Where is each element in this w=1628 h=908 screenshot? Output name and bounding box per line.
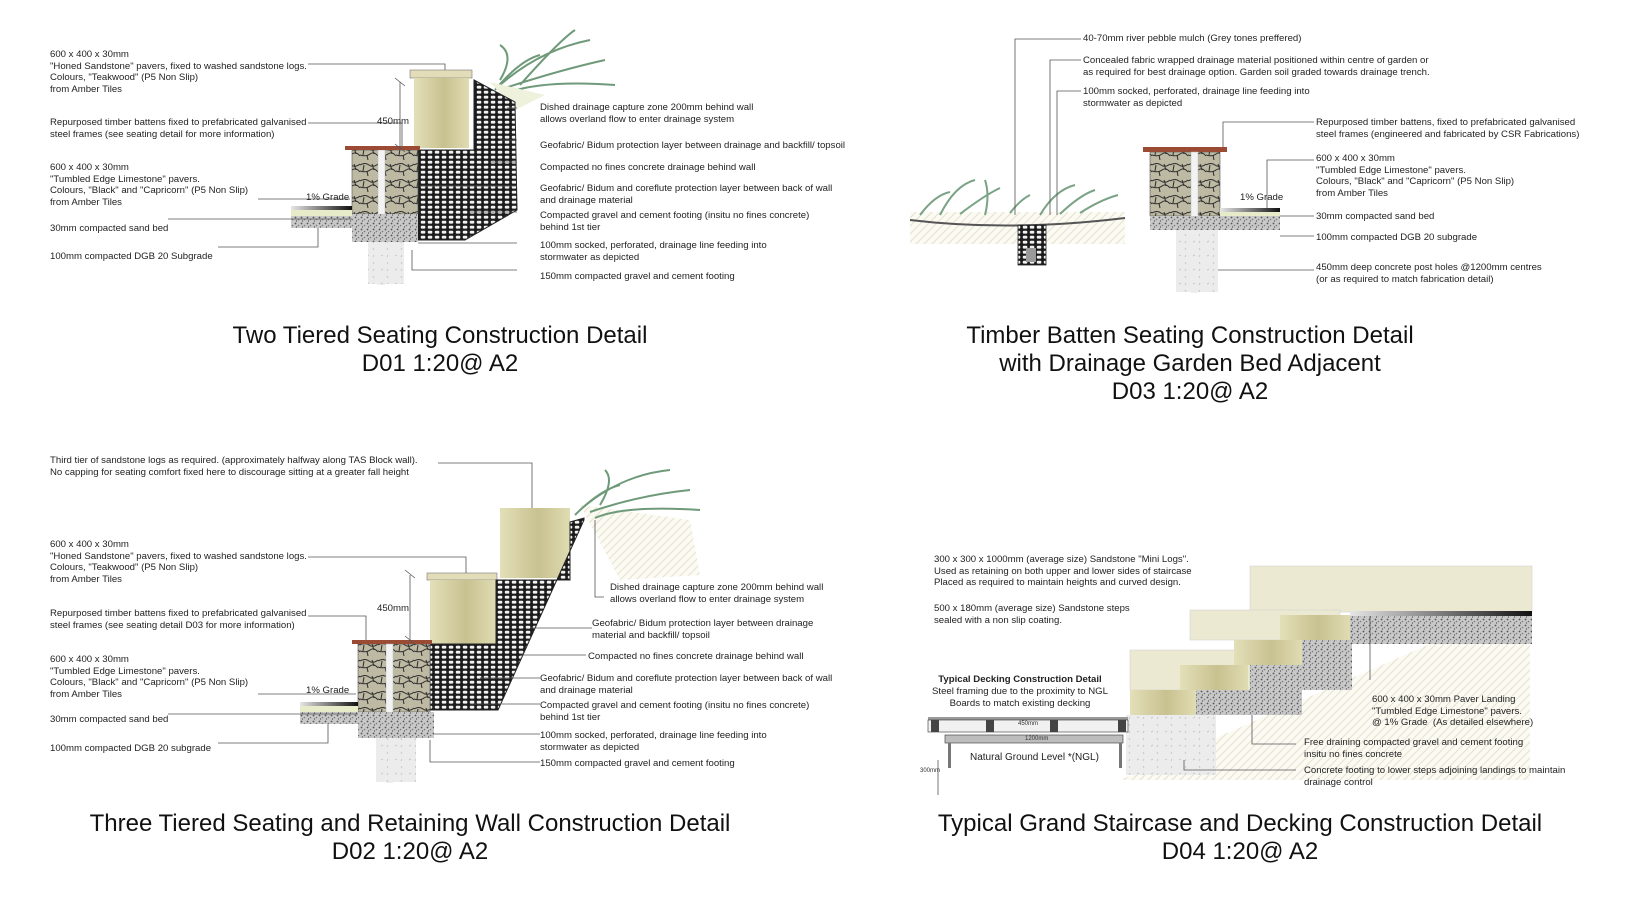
d03-note-drainage-line: 100mm socked, perforated, drainage line … [1083, 86, 1310, 109]
d02-note-150-footing: 150mm compacted gravel and cement footin… [540, 758, 735, 769]
detail-d02-drawing [168, 462, 701, 783]
d02-grade-label: 1% Grade [306, 685, 350, 696]
d04-ngl-label: Natural Ground Level *(NGL) [970, 752, 1099, 763]
d01-note-limestone-pavers: 600 x 400 x 30mm "Tumbled Edge Limestone… [50, 162, 249, 208]
d01-note-subgrade: 100mm compacted DGB 20 Subgrade [50, 251, 213, 262]
d01-note-drainage-line: 100mm socked, perforated, drainage line … [540, 240, 767, 263]
d03-note-pebble-mulch: 40-70mm river pebble mulch (Grey tones p… [1083, 33, 1302, 44]
detail-d03-drawing [909, 38, 1314, 293]
d01-note-dished-drainage: Dished drainage capture zone 200mm behin… [540, 102, 754, 125]
d03-note-limestone-pavers: 600 x 400 x 30mm "Tumbled Edge Limestone… [1316, 153, 1515, 199]
d02-note-timber-battens: Repurposed timber battens fixed to prefa… [50, 608, 307, 631]
d01-title: Two Tiered Seating Construction Detail [232, 322, 648, 349]
d02-note-gravel-footing: Compacted gravel and cement footing (ins… [540, 700, 810, 723]
d01-scale: D01 1:20@ A2 [361, 350, 519, 377]
d02-note-sand-bed: 30mm compacted sand bed [50, 714, 169, 725]
d04-deck-dim-450: 450mm [1018, 721, 1039, 727]
d03-title: Timber Batten Seating Construction Detai… [966, 322, 1414, 349]
d01-grade-label: 1% Grade [306, 192, 350, 203]
d02-note-dished-drainage: Dished drainage capture zone 200mm behin… [610, 582, 824, 605]
d02-note-no-fines: Compacted no fines concrete drainage beh… [588, 651, 804, 662]
d04-title: Typical Grand Staircase and Decking Cons… [937, 810, 1543, 837]
plant-icon [919, 179, 1119, 216]
d02-note-coreflute: Geofabric/ Bidum and coreflute protectio… [540, 673, 833, 696]
detail-d01-drawing [168, 29, 616, 285]
d03-note-timber-battens: Repurposed timber battens, fixed to pref… [1316, 117, 1580, 140]
d03-note-fabric-drainage: Concealed fabric wrapped drainage materi… [1083, 55, 1430, 78]
d03-scale: D03 1:20@ A2 [1111, 378, 1269, 405]
d01-note-gravel-footing: Compacted gravel and cement footing (ins… [540, 210, 810, 233]
d01-note-sand-bed: 30mm compacted sand bed [50, 223, 169, 234]
d02-dimension-label: 450mm [377, 603, 409, 614]
plant-icon [574, 469, 701, 519]
d02-note-honed-sandstone: 600 x 400 x 30mm "Honed Sandstone" paver… [50, 539, 307, 585]
d04-decking-heading: Typical Decking Construction Detail [938, 674, 1102, 685]
d01-note-no-fines: Compacted no fines concrete drainage beh… [540, 162, 756, 173]
d03-note-sand-bed: 30mm compacted sand bed [1316, 211, 1435, 222]
d01-note-timber-battens: Repurposed timber battens fixed to prefa… [50, 117, 307, 140]
d01-note-150-footing: 150mm compacted gravel and cement footin… [540, 271, 735, 282]
d04-note-mini-logs: 300 x 300 x 1000mm (average size) Sandst… [934, 554, 1192, 589]
d04-note-sandstone-steps: 500 x 180mm (average size) Sandstone ste… [934, 603, 1130, 626]
d01-note-coreflute: Geofabric/ Bidum and coreflute protectio… [540, 183, 833, 206]
d02-note-geofabric: Geofabric/ Bidum protection layer betwee… [592, 618, 814, 641]
d02-title: Three Tiered Seating and Retaining Wall … [89, 810, 731, 837]
detail-d04-drawing [927, 565, 1533, 795]
plant-icon [494, 29, 616, 93]
d02-note-third-tier: Third tier of sandstone logs as required… [50, 455, 418, 478]
d02-note-limestone-pavers: 600 x 400 x 30mm "Tumbled Edge Limestone… [50, 654, 249, 700]
d03-title-line2: with Drainage Garden Bed Adjacent [999, 350, 1381, 377]
d04-decking-subtitle: Steel framing due to the proximity to NG… [932, 686, 1108, 709]
d04-deck-dim-1200: 1200mm [1025, 736, 1049, 742]
d01-dimension-label: 450mm [377, 116, 409, 127]
d02-scale: D02 1:20@ A2 [331, 838, 489, 865]
d03-grade-label: 1% Grade [1240, 192, 1284, 203]
d04-deck-dim-300: 300mm [920, 768, 941, 774]
d01-note-geofabric: Geofabric/ Bidum protection layer betwee… [540, 140, 846, 151]
d01-note-honed-sandstone: 600 x 400 x 30mm "Honed Sandstone" paver… [50, 49, 307, 95]
d02-note-drainage-line: 100mm socked, perforated, drainage line … [540, 730, 767, 753]
d02-note-subgrade: 100mm compacted DGB 20 subgrade [50, 743, 212, 754]
d03-note-subgrade: 100mm compacted DGB 20 subgrade [1316, 232, 1478, 243]
d04-note-concrete-footing: Concrete footing to lower steps adjoinin… [1304, 765, 1566, 788]
d04-note-paver-landing: 600 x 400 x 30mm Paver Landing "Tumbled … [1372, 694, 1534, 729]
d03-note-post-holes: 450mm deep concrete post holes @1200mm c… [1316, 262, 1542, 285]
d04-scale: D04 1:20@ A2 [1161, 838, 1319, 865]
d04-note-free-draining: Free draining compacted gravel and cemen… [1304, 737, 1524, 760]
